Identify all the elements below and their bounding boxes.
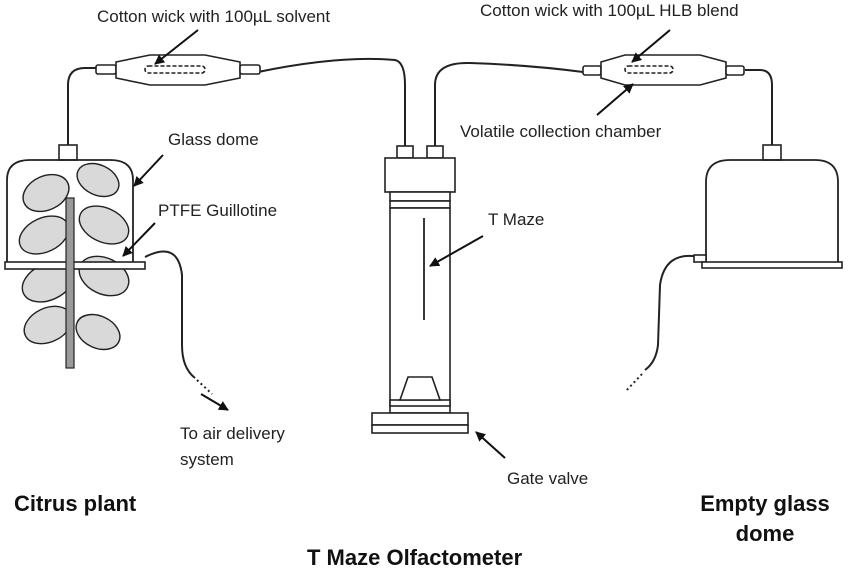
label-air-delivery-line1: To air delivery xyxy=(180,424,285,443)
citrus-leaves xyxy=(18,162,130,351)
caption-citrus-plant: Citrus plant xyxy=(14,491,137,516)
olfactometer-cap xyxy=(384,157,456,193)
hlb-collection-chamber xyxy=(582,54,745,86)
solvent-collection-chamber xyxy=(95,54,261,86)
arrow-solvent-wick xyxy=(154,29,199,65)
tube-end-dots-left xyxy=(196,379,213,395)
label-collection-chamber: Volatile collection chamber xyxy=(460,122,662,141)
tube-end-dots-right xyxy=(624,373,643,393)
arrow-ptfe-guillotine xyxy=(122,222,156,257)
label-wick-solvent: Cotton wick with 100µL solvent xyxy=(97,7,331,26)
label-gate-valve: Gate valve xyxy=(507,469,589,488)
tube-dome-to-solvent-chamber xyxy=(67,67,98,145)
ptfe-guillotine-plate xyxy=(4,261,146,270)
arrow-glass-dome xyxy=(133,154,164,187)
caption-empty-glass-dome-line1: Empty glass xyxy=(700,491,830,516)
caption-empty-glass-dome-line2: dome xyxy=(735,521,795,546)
arrow-air-delivery xyxy=(200,393,229,411)
solvent-cotton-wick xyxy=(144,65,206,74)
gate-valve-base xyxy=(371,412,469,426)
label-wick-hlb: Cotton wick with 100µL HLB blend xyxy=(480,1,739,20)
tube-solvent-chamber-to-maze xyxy=(257,57,406,148)
arrow-t-maze xyxy=(429,235,484,267)
arrow-gate-valve xyxy=(475,431,506,459)
tube-maze-to-hlb-chamber xyxy=(434,61,584,148)
label-t-maze: T Maze xyxy=(488,210,545,229)
citrus-glass-dome xyxy=(4,144,146,369)
arrow-collection-chamber xyxy=(596,83,634,116)
tube-hlb-chamber-to-empty-dome xyxy=(745,69,773,148)
citrus-stem xyxy=(65,197,75,369)
olfactometer-funnel xyxy=(398,376,442,401)
arrow-hlb-wick xyxy=(631,29,671,63)
tube-empty-dome-loose xyxy=(644,254,701,371)
label-ptfe-guillotine: PTFE Guillotine xyxy=(158,201,278,220)
hlb-cotton-wick xyxy=(624,65,674,74)
label-glass-dome: Glass dome xyxy=(168,130,259,149)
caption-t-maze-olfactometer: T Maze Olfactometer xyxy=(307,545,523,570)
label-air-delivery-line2: system xyxy=(180,450,234,469)
tube-to-air-delivery xyxy=(144,250,196,379)
empty-glass-dome xyxy=(693,144,843,269)
t-maze-olfactometer xyxy=(371,145,469,434)
